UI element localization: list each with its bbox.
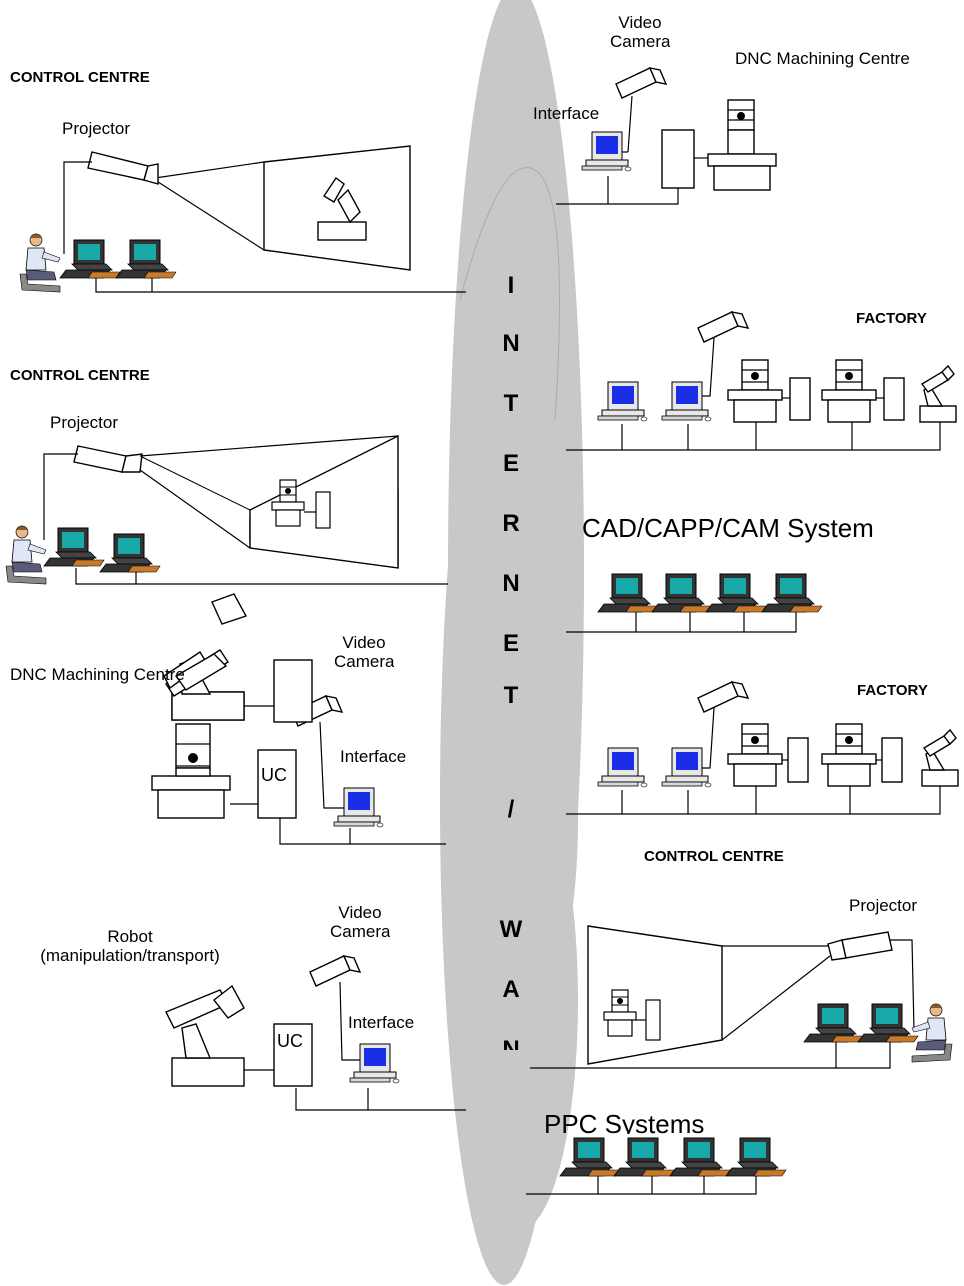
interface-label-3: Interface [348, 1013, 415, 1032]
factory-2 [566, 681, 959, 815]
factory-1 [566, 311, 957, 451]
control-centre-3 [530, 925, 953, 1069]
factory-label-1: FACTORY [856, 310, 927, 327]
internet-wan-letter: / [507, 796, 515, 823]
cad-capp-cam-system [566, 573, 823, 633]
cad-capp-cam-label: CAD/CAPP/CAM System [582, 513, 874, 543]
robot-arm [165, 984, 313, 1087]
video-camera-label-1: Video Camera [610, 14, 670, 51]
robot-label: Robot (manipulation/transport) [40, 927, 220, 965]
internet-wan-letter: T [503, 390, 519, 417]
robot-cell [163, 593, 466, 1111]
video-camera-label-2: Video Camera [334, 634, 394, 671]
internet-wan-letter: E [502, 630, 519, 657]
projector-label-1: Projector [62, 119, 131, 138]
internet-wan-letter: N [502, 570, 520, 597]
internet-cloud [440, 0, 584, 1285]
internet-wan-letter: T [503, 682, 519, 709]
control-centre-2 [5, 434, 448, 585]
control-centre-1 [19, 145, 466, 293]
dnc-centre-left [151, 695, 446, 845]
video-camera-label-3: Video Camera [330, 904, 390, 941]
control-centre-label-1: CONTROL CENTRE [10, 69, 150, 86]
ppc-systems [526, 1137, 787, 1195]
interface-label-1: Interface [533, 104, 600, 123]
internet-wan-letter: I [507, 272, 515, 299]
factory-label-2: FACTORY [857, 682, 928, 699]
internet-wan-letter: N [502, 330, 520, 357]
projector-label-2: Projector [50, 413, 119, 432]
control-centre-label-3: CONTROL CENTRE [644, 848, 784, 865]
internet-wan-letter: R [502, 510, 520, 537]
ppc-systems-label: PPC Systems [544, 1110, 705, 1134]
internet-wan-letter: N [502, 1036, 520, 1050]
projector-label-3: Projector [849, 896, 918, 915]
interface-label-2: Interface [340, 747, 407, 766]
dnc-machining-centre-label-2: DNC Machining Centre [10, 665, 185, 684]
dnc-centre-top [556, 67, 777, 205]
internet-wan-letter: E [502, 450, 519, 477]
internet-wan-letter: A [502, 976, 520, 1003]
dnc-machining-centre-label-1: DNC Machining Centre [735, 49, 910, 68]
internet-wan-letter: W [499, 916, 523, 943]
uc-label-1: UC [261, 765, 287, 785]
uc-label-2: UC [277, 1031, 303, 1051]
control-centre-label-2: CONTROL CENTRE [10, 367, 150, 384]
